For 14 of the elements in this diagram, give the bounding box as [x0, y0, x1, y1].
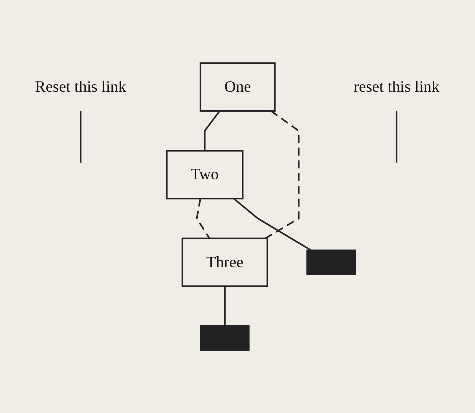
node-ground	[306, 250, 356, 276]
connector	[265, 110, 300, 240]
node-text: reset this link	[354, 78, 440, 96]
connector	[396, 110, 398, 163]
node-ground	[200, 325, 250, 351]
node-text: Reset this link	[35, 78, 126, 96]
node-box: One	[200, 62, 276, 112]
connector	[224, 286, 226, 326]
connector	[233, 198, 312, 251]
node-box: Three	[182, 238, 268, 287]
connector	[80, 110, 82, 163]
connector	[196, 198, 210, 239]
connector	[204, 110, 221, 151]
node-box: Two	[166, 150, 244, 200]
